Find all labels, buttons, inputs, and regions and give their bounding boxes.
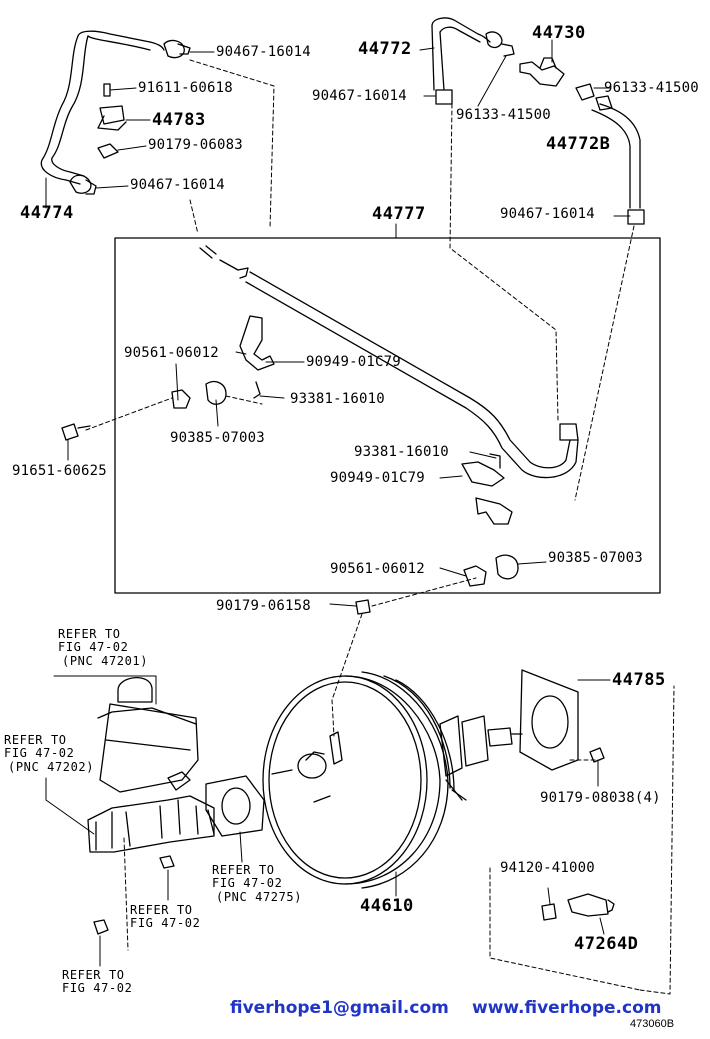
hose-clamp-44772-lower [435, 89, 453, 105]
part-label-90385-07003-a: 90385-07003 [170, 430, 265, 446]
brake-booster-44610 [262, 671, 455, 889]
part-label-90467-16014-a: 90467-16014 [216, 44, 311, 60]
part-label-44774: 44774 [20, 203, 74, 223]
grommet-90385-b [495, 554, 519, 580]
bolt-91651 [61, 423, 91, 441]
clevis-47264D [567, 893, 615, 917]
part-label-90949-01C79-a: 90949-01C79 [306, 354, 401, 370]
part-label-44785: 44785 [612, 670, 666, 690]
hose-clamp-96133-a [575, 83, 595, 101]
hose-44772 [431, 17, 491, 91]
watermark-email: fiverhope1@gmail.com [230, 998, 449, 1018]
nut-lower-a [159, 855, 175, 869]
part-label-90467-16014-d: 90467-16014 [500, 206, 595, 222]
part-label-90179-08038: 90179-08038(4) [540, 790, 661, 806]
bracket-upper [239, 315, 275, 399]
part-label-90385-07003-b: 90385-07003 [548, 550, 643, 566]
refer-note-b-line1: REFER TO [4, 733, 67, 747]
assembly-frame-44777 [114, 237, 661, 594]
refer-note-d-line2: FIG 47-02 [130, 916, 201, 930]
part-label-90561-06012-b: 90561-06012 [330, 561, 425, 577]
refer-note-c-line2: FIG 47-02 [212, 876, 283, 890]
bushing-90561-a [171, 389, 191, 409]
hose-44774 [40, 30, 165, 185]
nut-90179-08038 [589, 747, 605, 763]
part-label-44610: 44610 [360, 896, 414, 916]
dashed-lower-right [489, 685, 675, 995]
refer-note-a-line2: FIG 47-02 [58, 640, 129, 654]
stud-bolts-front [271, 769, 331, 803]
hose-clamp-upper-left [163, 39, 191, 59]
part-label-90561-06012-a: 90561-06012 [124, 345, 219, 361]
diagram-code: 473060B [630, 1018, 675, 1030]
part-label-96133-41500-a: 96133-41500 [604, 80, 699, 96]
part-label-47264D: 47264D [574, 934, 639, 954]
bushing-90561-b [463, 565, 487, 587]
booster-push-rod [439, 715, 523, 801]
refer-note-e-line1: REFER TO [62, 968, 125, 982]
part-label-94120-41000: 94120-41000 [500, 860, 595, 876]
hose-clamp-44772B-lower [627, 209, 645, 225]
refer-note-a-line3: (PNC 47201) [62, 654, 149, 668]
part-label-90179-06083: 90179-06083 [148, 137, 243, 153]
part-label-96133-41500-b: 96133-41500 [456, 107, 551, 123]
check-valve-44783 [97, 83, 127, 159]
gasket-master-cylinder [205, 775, 265, 837]
watermark-website: www.fiverhope.com [472, 998, 662, 1018]
part-label-91611-60618: 91611-60618 [138, 80, 233, 96]
dashed-leaders [85, 59, 635, 951]
grommet-90385-a [205, 380, 227, 405]
part-label-90467-16014-b: 90467-16014 [130, 177, 225, 193]
leader-lines [45, 39, 631, 967]
bracket-lower [461, 453, 513, 525]
hose-clamp-44772-upper [485, 31, 515, 57]
refer-note-b-line3: (PNC 47202) [8, 760, 95, 774]
refer-note-b-line2: FIG 47-02 [4, 746, 75, 760]
hose-clamp-lower-left [69, 174, 97, 195]
part-label-93381-16010-a: 93381-16010 [290, 391, 385, 407]
refer-note-c-line3: (PNC 47275) [216, 890, 303, 904]
part-label-90179-06158: 90179-06158 [216, 598, 311, 614]
hose-44772B [591, 103, 641, 209]
part-label-44783: 44783 [152, 110, 206, 130]
brake-fluid-reservoir [97, 677, 199, 793]
vacuum-tube-44777 [199, 245, 579, 479]
part-label-90949-01C79-b: 90949-01C79 [330, 470, 425, 486]
part-label-44772: 44772 [358, 39, 412, 59]
nut-94120-41000 [541, 903, 557, 921]
clip-90179-06158 [355, 599, 371, 615]
gasket-44785 [519, 669, 579, 771]
part-label-44730: 44730 [532, 23, 586, 43]
refer-note-e-line2: FIG 47-02 [62, 981, 133, 995]
part-label-91651-60625: 91651-60625 [12, 463, 107, 479]
refer-note-d-line1: REFER TO [130, 903, 193, 917]
part-label-44777: 44777 [372, 204, 426, 224]
refer-note-c-line1: REFER TO [212, 863, 275, 877]
nut-lower-b [93, 919, 109, 935]
part-label-44772B: 44772B [546, 134, 611, 154]
part-label-93381-16010-b: 93381-16010 [354, 444, 449, 460]
refer-note-a-line1: REFER TO [58, 627, 121, 641]
part-label-90467-16014-c: 90467-16014 [312, 88, 407, 104]
vacuum-valve-44730 [519, 57, 565, 87]
